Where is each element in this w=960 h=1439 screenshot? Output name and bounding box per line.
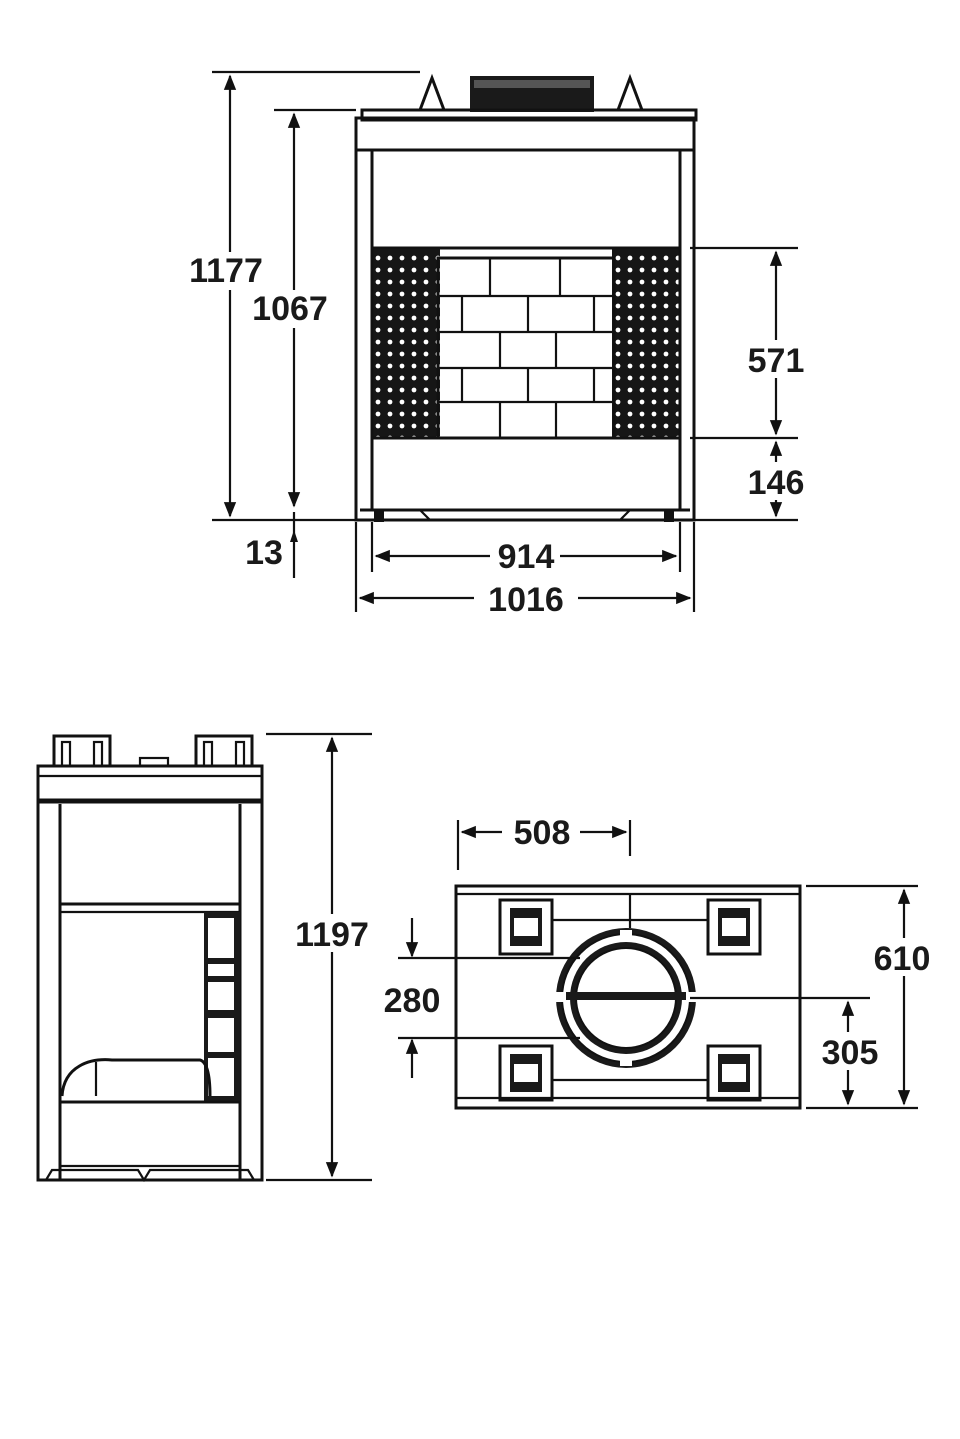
- dim-overall-width: 1016: [488, 581, 564, 619]
- top-view: 508 610 305 280: [376, 814, 942, 1110]
- dim-overall-height: 1177: [189, 252, 263, 290]
- dim-body-height: 1067: [252, 290, 328, 328]
- dim-depth: 610: [874, 940, 931, 978]
- dim-leg-height: 13: [245, 534, 283, 572]
- top-plate: [360, 108, 698, 122]
- standoff-brackets: [498, 894, 762, 1102]
- dim-opening-width: 914: [498, 538, 555, 576]
- standoff-left: [417, 73, 447, 112]
- louver-right: [612, 248, 680, 438]
- front-view: 1177 1067 13 571 146 914 1016: [186, 70, 812, 619]
- dim-side-height: 1197: [295, 916, 369, 954]
- dim-base-height: 146: [748, 464, 805, 502]
- louver-left: [372, 248, 440, 438]
- dim-opening-height: 571: [748, 342, 805, 380]
- side-body: [36, 798, 264, 1182]
- leg-left: [374, 510, 384, 522]
- side-view: 1197: [36, 732, 374, 1183]
- side-top-plate: [36, 764, 264, 804]
- dim-flue-diameter: 280: [384, 982, 441, 1020]
- brick-firebox: [436, 256, 616, 440]
- leg-right: [664, 510, 674, 522]
- flue-ring: [556, 928, 696, 1068]
- dim-flue-offset-x: 508: [514, 814, 571, 852]
- dim-flue-offset-y: 305: [822, 1034, 879, 1072]
- standoff-right: [615, 73, 645, 112]
